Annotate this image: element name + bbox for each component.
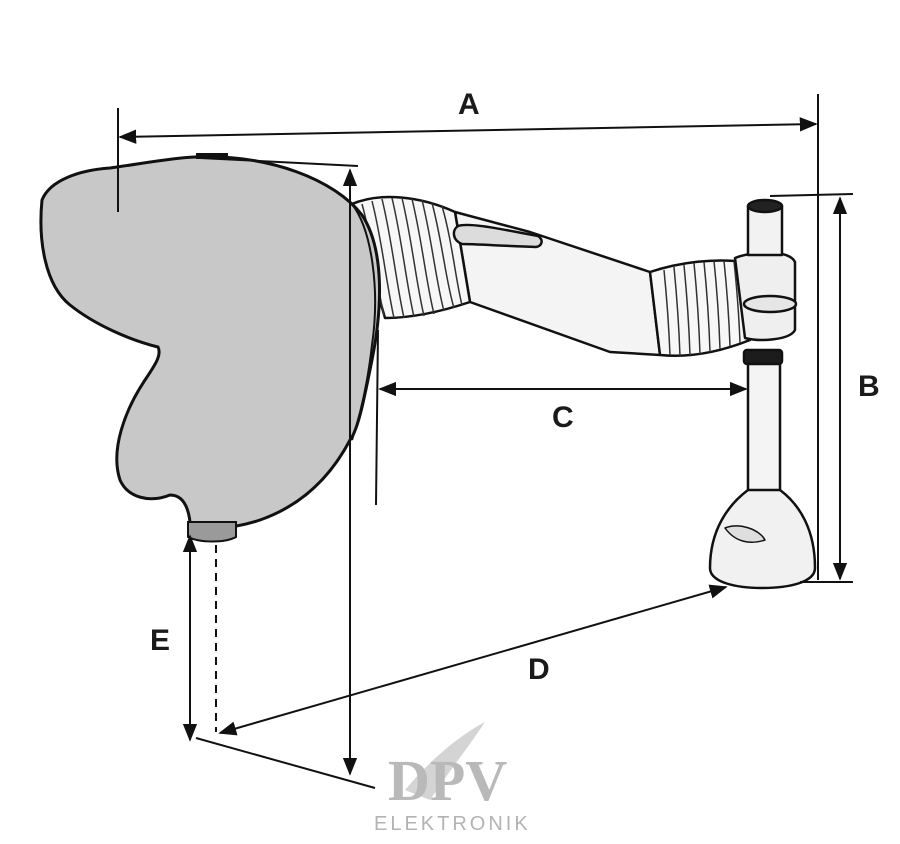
hose-ribs-column — [663, 260, 741, 357]
corrugated-hose-hood — [350, 195, 472, 320]
column-top-opening — [746, 198, 784, 214]
extraction-hood — [39, 153, 382, 543]
dimension-labels: A B C D E — [150, 88, 880, 686]
label-e: E — [150, 624, 170, 657]
dpv-elektronik-logo: DPV ELEKTRONIK — [374, 722, 531, 835]
label-c: C — [552, 401, 574, 434]
logo-subtext: ELEKTRONIK — [374, 813, 531, 835]
label-b: B — [858, 370, 880, 403]
vertical-column — [746, 362, 782, 496]
extraction-arm — [350, 195, 817, 590]
label-d: D — [528, 653, 550, 686]
floor-diagonal-line — [195, 737, 376, 789]
joint-collar — [742, 294, 798, 314]
hood-nozzle — [187, 521, 237, 543]
dimension-d-line — [218, 584, 728, 736]
base-highlight — [724, 525, 766, 543]
hood-shape — [39, 155, 382, 530]
logo-swoosh — [405, 722, 485, 800]
hood-inner-edge — [351, 203, 377, 441]
dimension-c-extension-left — [375, 329, 379, 506]
dimension-b-extension-top — [769, 193, 854, 197]
dimension-lines — [117, 94, 854, 789]
column-top-pipe — [746, 204, 784, 257]
hood-height-extension-top — [199, 157, 359, 167]
logo-text: DPV — [388, 748, 507, 813]
dimension-a-line — [118, 117, 818, 144]
label-a: A — [458, 88, 480, 121]
hood-top-notch — [196, 153, 228, 159]
arm-handle — [452, 223, 543, 249]
clamp-ring — [742, 348, 784, 366]
